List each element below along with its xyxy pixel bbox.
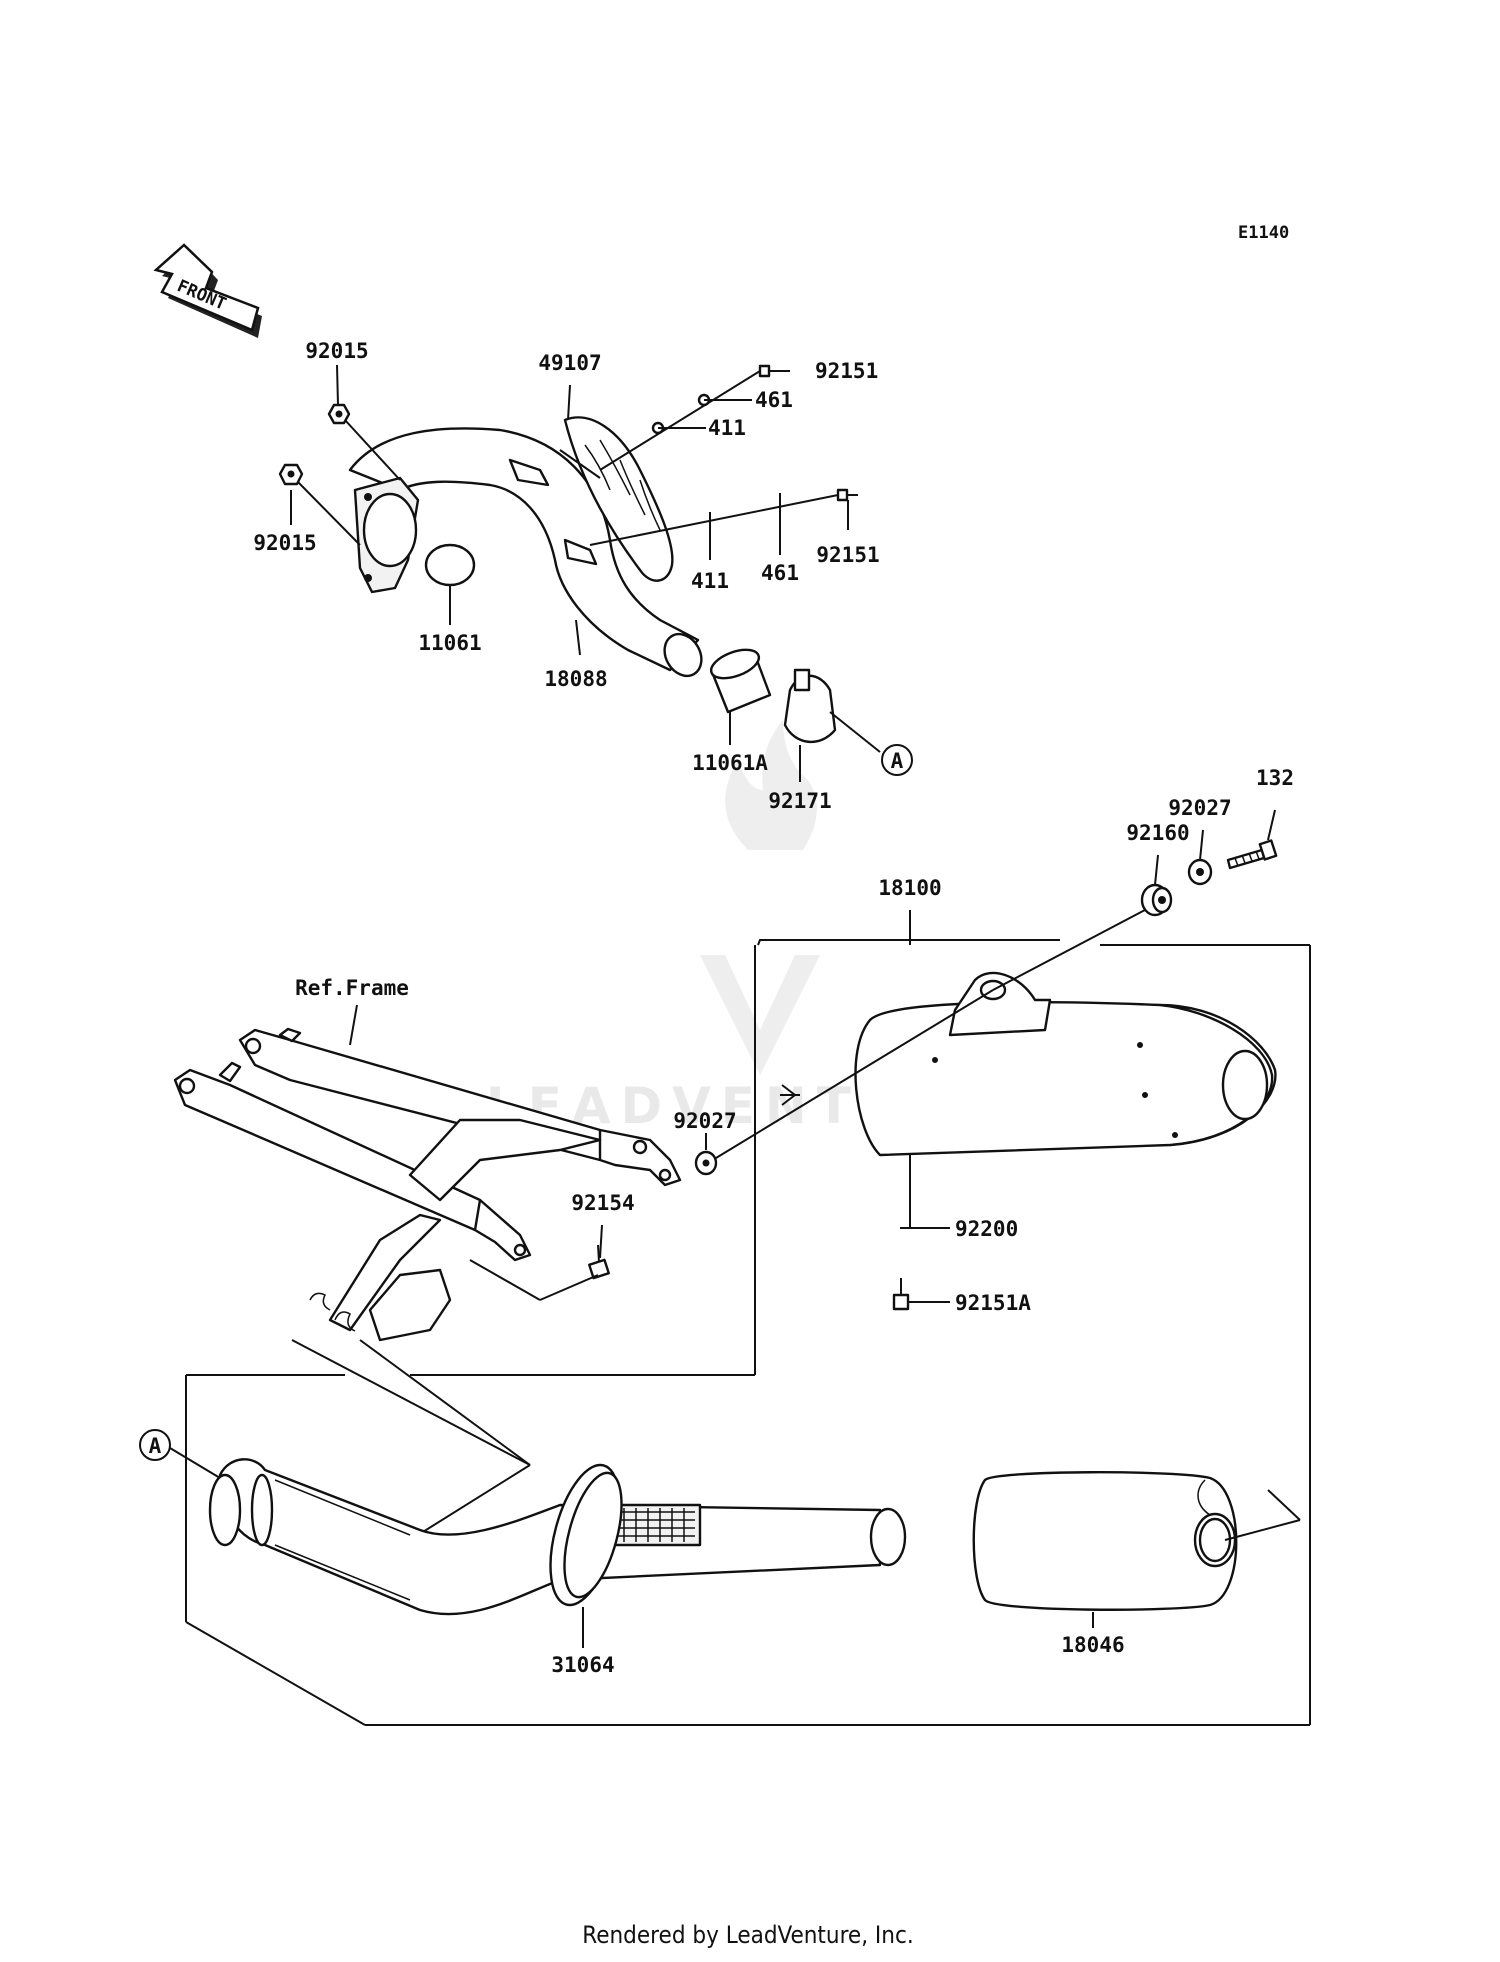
leader-92015-left-b: [297, 481, 361, 546]
footer-credit: Rendered by LeadVenture, Inc.: [582, 1921, 913, 1949]
label-18088: 18088: [544, 667, 607, 691]
baffle-ring-31064: [549, 1463, 623, 1607]
leader-92154: [599, 1224, 603, 1259]
label-132: 132: [1256, 766, 1294, 790]
label-92151A: 92151A: [955, 1291, 1031, 1315]
heat-guard-49107: [508, 416, 674, 582]
grommet-92160: [1140, 883, 1173, 917]
label-92160: 92160: [1126, 821, 1189, 845]
label-92154: 92154: [571, 1191, 634, 1215]
label-92200: 92200: [955, 1217, 1018, 1241]
bracket-18100-diag: [185, 1621, 366, 1726]
label-461-bottom: 461: [761, 561, 799, 585]
collar-92027-top: [1187, 858, 1213, 886]
exhaust-header-pipe: [348, 427, 703, 678]
nut-92015-left: [278, 463, 304, 486]
label-49107: 49107: [538, 351, 601, 375]
collar-92027-mid: [694, 1150, 718, 1176]
silencer-packing-18046: [972, 1471, 1238, 1611]
rear-frame-ref: [173, 1027, 682, 1342]
label-92027-mid: 92027: [673, 1109, 736, 1133]
bolt-92151A: [892, 1278, 910, 1311]
leader-bolt-bottom-line: [589, 494, 839, 546]
label-31064: 31064: [551, 1653, 614, 1677]
label-ref-frame: Ref.Frame: [295, 976, 409, 1000]
leader-92160-to-mount: [992, 909, 1146, 991]
leader-92015-top-b: [344, 419, 401, 481]
leader-92015-top-a: [336, 364, 339, 406]
bracket-18100-top-left: [757, 939, 1060, 946]
frame-link-line-1: [291, 1339, 531, 1466]
svg-text:A: A: [149, 1434, 162, 1458]
leader-92154-a: [539, 1274, 599, 1301]
leader-18046-arrow: [1224, 1519, 1301, 1541]
leader-92027-top: [1199, 829, 1204, 861]
label-18046: 18046: [1061, 1633, 1124, 1657]
inner-pipe-assembly: [208, 1458, 907, 1616]
label-411-top: 411: [708, 416, 746, 440]
silencer-body-18100: [854, 971, 1277, 1157]
front-arrow-icon: FRONT: [153, 243, 262, 338]
bolt-92154: [588, 1244, 610, 1280]
label-92171: 92171: [768, 789, 831, 813]
leader-A-bottom: [169, 1447, 221, 1479]
leader-18088: [575, 619, 581, 656]
gasket-11061: [424, 543, 476, 587]
frame-link-line-2: [359, 1339, 531, 1466]
bolt-132: [1226, 839, 1278, 870]
label-11061A: 11061A: [692, 751, 768, 775]
leader-bolt-top-line: [599, 370, 761, 471]
clamp-92171: [783, 668, 837, 744]
nut-92015-top: [327, 403, 351, 425]
joint-11061A: [709, 648, 772, 714]
callout-a-bottom: A: [139, 1429, 171, 1461]
label-11061: 11061: [418, 631, 481, 655]
label-92151-bottom: 92151: [816, 543, 879, 567]
leader-92171-to-A: [829, 711, 881, 753]
svg-text:A: A: [891, 749, 904, 773]
leader-ref-frame: [349, 1004, 358, 1046]
callout-a-top: A: [881, 744, 913, 776]
leader-49107: [567, 384, 571, 421]
label-92015-top: 92015: [305, 339, 368, 363]
bolt-92151-bottom: [836, 488, 858, 502]
arrow-18046-icon: [1267, 1489, 1301, 1521]
arrow-92027-icon: [781, 1084, 797, 1106]
frame-link-line-3: [409, 1464, 531, 1541]
diagram-code: E1140: [1238, 223, 1289, 243]
leader-92027-to-mount: [715, 989, 994, 1159]
label-461-top: 461: [755, 388, 793, 412]
leader-92154-b: [469, 1259, 541, 1301]
exhaust-flange: [353, 476, 420, 594]
label-92151-top: 92151: [815, 359, 878, 383]
leader-132: [1267, 809, 1276, 841]
label-411-bottom: 411: [691, 569, 729, 593]
leader-guard-bracket: [559, 449, 601, 479]
leader-92160: [1154, 854, 1159, 886]
bolt-92151-top: [758, 364, 790, 378]
label-92015-left: 92015: [253, 531, 316, 555]
label-92027-top: 92027: [1168, 796, 1231, 820]
label-18100: 18100: [878, 876, 941, 900]
part-labels: 92015 92015 11061 18088 49107 92151 461 …: [253, 339, 1294, 1677]
